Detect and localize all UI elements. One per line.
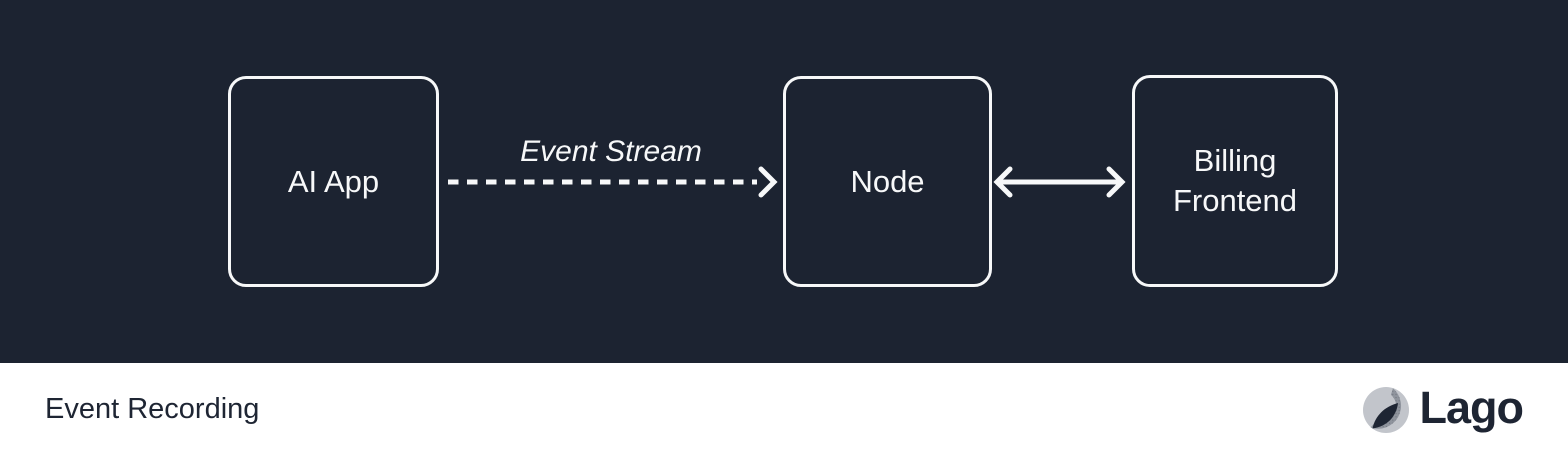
footer-bar: Event Recording Lago: [0, 363, 1568, 456]
arrowhead-right-icon: [1106, 166, 1126, 198]
node-label: AI App: [287, 163, 380, 199]
node-label: Node: [850, 163, 925, 199]
arrowhead-left-icon: [993, 166, 1013, 198]
diagram-node-node: Node: [783, 76, 992, 287]
node-label: Billing Frontend: [1172, 143, 1298, 218]
edge-label-event-stream: Event Stream: [520, 135, 702, 168]
arrowhead-right-icon: [758, 166, 778, 198]
diagram-caption: Event Recording: [45, 393, 260, 425]
diagram-node-ai-app: AI App: [228, 76, 439, 287]
lago-sphere-icon: [1362, 386, 1409, 433]
arrows-layer: [448, 166, 1126, 198]
lago-wordmark: Lago: [1419, 382, 1524, 433]
diagram-node-billing-frontend: Billing Frontend: [1132, 75, 1338, 287]
diagram-canvas: AI App Node Billing Frontend Event Strea…: [0, 0, 1568, 363]
lago-logo: Lago: [1362, 382, 1524, 434]
